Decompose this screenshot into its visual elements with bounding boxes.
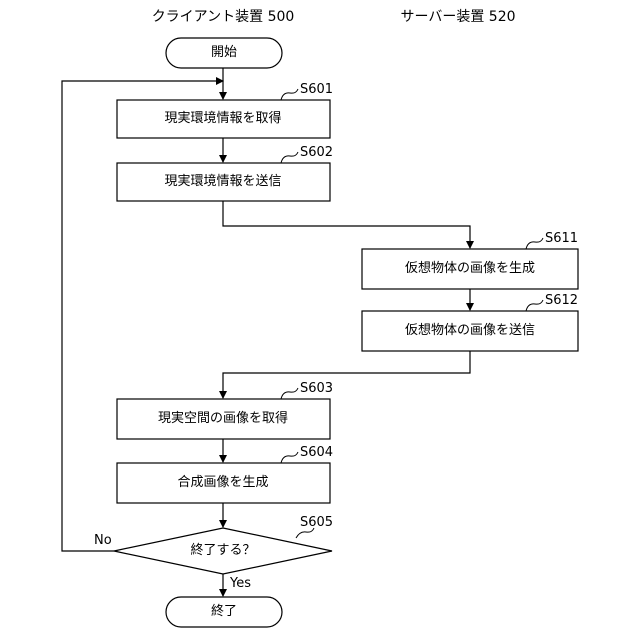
step-id-s604: S604 bbox=[300, 445, 333, 461]
step-id-s605: S605 bbox=[300, 515, 333, 531]
server-column-header: サーバー装置 520 bbox=[400, 8, 515, 26]
leader-s602 bbox=[281, 152, 298, 163]
leader-s603 bbox=[281, 388, 298, 399]
step-text-s604: 合成画像を生成 bbox=[177, 475, 268, 491]
step-text-s612: 仮想物体の画像を送信 bbox=[405, 323, 535, 339]
step-text-s603: 現実空間の画像を取得 bbox=[158, 411, 288, 427]
step-id-s602: S602 bbox=[300, 145, 333, 161]
end-label: 終了 bbox=[211, 604, 237, 620]
no-branch-label: No bbox=[94, 533, 112, 549]
decision-text: 終了する？ bbox=[190, 543, 255, 559]
leader-s601 bbox=[281, 89, 298, 100]
step-text-s601: 現実環境情報を取得 bbox=[164, 111, 281, 127]
arrow-s602-to-s611 bbox=[223, 201, 470, 248]
step-id-s603: S603 bbox=[300, 381, 333, 397]
step-id-s611: S611 bbox=[545, 231, 578, 247]
step-text-s602: 現実環境情報を送信 bbox=[164, 174, 281, 190]
step-text-s611: 仮想物体の画像を生成 bbox=[405, 261, 535, 277]
client-column-header: クライアント装置 500 bbox=[152, 8, 295, 26]
step-id-s612: S612 bbox=[545, 293, 578, 309]
start-label: 開始 bbox=[211, 45, 237, 61]
leader-s612 bbox=[526, 300, 543, 311]
arrow-s612-to-s603 bbox=[223, 351, 470, 398]
yes-branch-label: Yes bbox=[230, 576, 251, 592]
leader-s604 bbox=[281, 452, 298, 463]
leader-s611 bbox=[526, 238, 543, 249]
step-id-s601: S601 bbox=[300, 82, 333, 98]
